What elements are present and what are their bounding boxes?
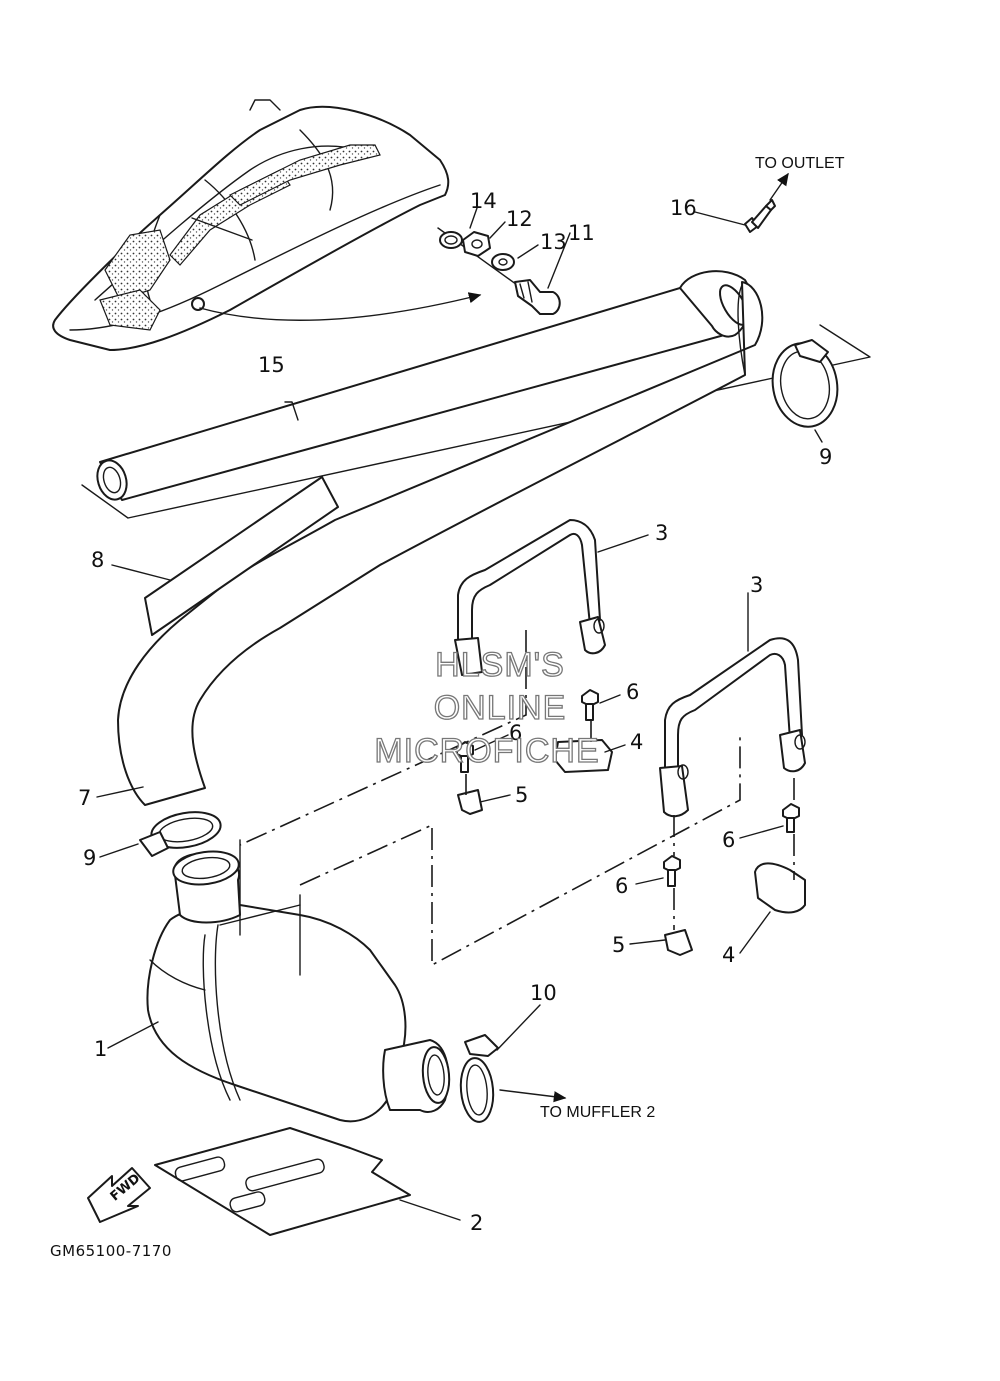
to-outlet-label: TO OUTLET (755, 155, 845, 172)
callout-3a: 3 (655, 521, 668, 545)
callout-2: 2 (470, 1211, 483, 1235)
bolt-6-d (663, 855, 681, 887)
callout-9a: 9 (819, 445, 832, 469)
nipple-fitting-11 (514, 279, 561, 315)
nipple-16 (744, 199, 776, 233)
damper-strip-8 (144, 476, 339, 636)
watercraft-overview (52, 99, 482, 351)
band-bracket-3-right (659, 637, 806, 818)
callout-6a: 6 (626, 680, 639, 704)
watermark-line-1: HLSM'S (435, 646, 565, 684)
callout-4b: 4 (722, 943, 735, 967)
assembly-lines (239, 630, 795, 967)
nut-12 (462, 231, 491, 257)
callout-4a: 4 (630, 730, 643, 754)
callout-14: 14 (470, 189, 497, 213)
callout-6b: 6 (509, 721, 522, 745)
watermark-line-2: ONLINE (434, 689, 567, 727)
callout-5a: 5 (515, 783, 528, 807)
callout-10: 10 (530, 981, 557, 1005)
callout-5b: 5 (612, 933, 625, 957)
callout-11: 11 (568, 221, 595, 245)
part-code: GM65100-7170 (50, 1242, 172, 1260)
callout-numbers: 1 2 3 3 4 4 5 5 6 6 6 6 7 8 9 9 10 11 12… (78, 189, 832, 1235)
hose-clamp-9-lower (139, 811, 222, 857)
callout-7: 7 (78, 786, 91, 810)
callout-1: 1 (94, 1037, 107, 1061)
callout-15: 15 (258, 353, 285, 377)
washer-13 (491, 253, 515, 271)
callout-9b: 9 (83, 846, 96, 870)
plate-5-b (664, 929, 693, 956)
rubber-4-a (554, 739, 613, 773)
callout-13: 13 (540, 230, 567, 254)
callout-6d: 6 (615, 874, 628, 898)
hose-7 (117, 281, 764, 806)
callout-3b: 3 (750, 573, 763, 597)
bolt-6-a (581, 689, 599, 721)
hose-clamp-10 (459, 1034, 499, 1123)
forward-arrow-icon: FWD (87, 1167, 151, 1223)
callout-12: 12 (506, 207, 533, 231)
callout-16: 16 (670, 196, 697, 220)
fitting-parts-group (437, 227, 561, 315)
watermark: HLSM'S ONLINE MICROFICHE (374, 645, 600, 770)
rubber-4-b (754, 862, 806, 914)
muffler-1 (146, 839, 451, 1123)
hose-clamp-14 (439, 231, 463, 249)
band-bracket-3-left (454, 519, 606, 676)
to-muffler-label: TO MUFFLER 2 (540, 1104, 655, 1121)
mounting-plate-2 (154, 1127, 411, 1236)
plate-5-a (457, 789, 483, 815)
bolt-6-b (456, 741, 474, 773)
watermark-line-3: MICROFICHE (374, 732, 599, 770)
callout-8: 8 (91, 548, 104, 572)
hose-clamp-9-upper (771, 339, 839, 428)
leader-lines (96, 207, 823, 1221)
callout-6c: 6 (722, 828, 735, 852)
bolt-6-c (782, 803, 800, 833)
